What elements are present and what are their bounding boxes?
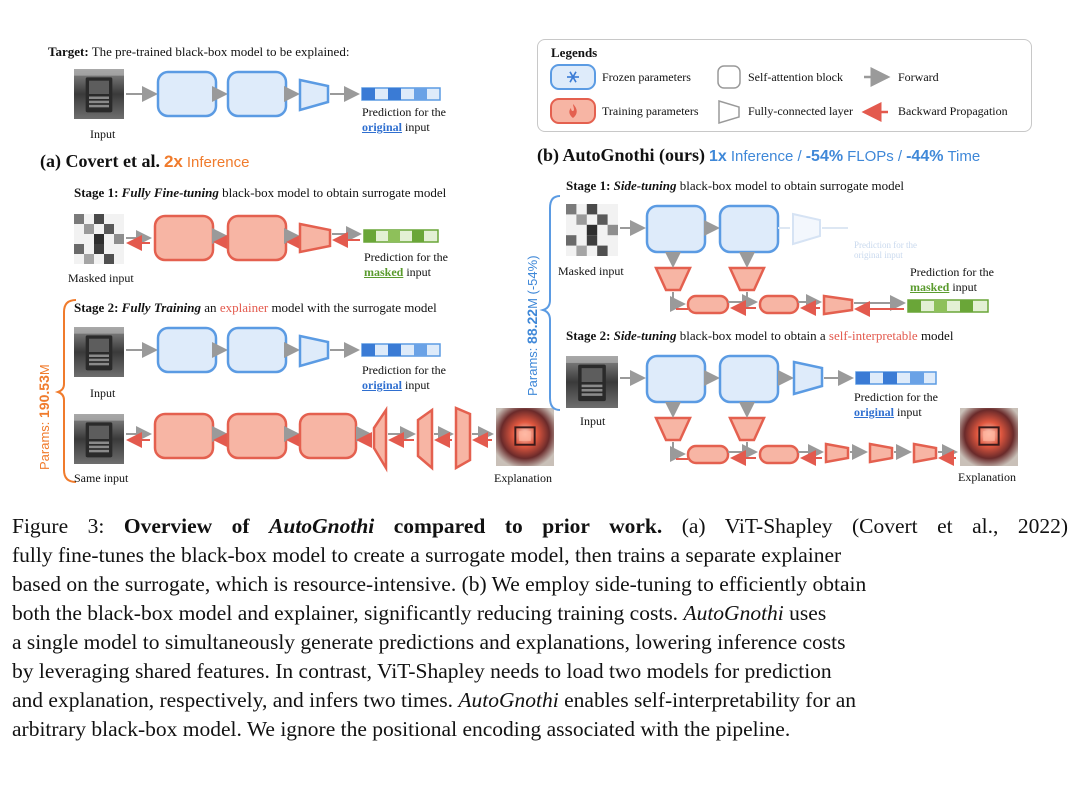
- input-label-b: Input: [580, 414, 606, 428]
- caption-line-3: based on the surrogate, which is resourc…: [12, 572, 867, 596]
- caption-line-2: fully fine-tunes the black-box model to …: [12, 543, 842, 567]
- caption-line-5: a single model to simultaneously generat…: [12, 630, 846, 654]
- prediction-bar-masked: [363, 229, 439, 243]
- caption-line-6: by leveraging shared features. In contra…: [12, 659, 832, 683]
- panel-b-title: (b) AutoGnothi (ours) 1x Inference / -54…: [537, 145, 981, 165]
- masked-input-label-a: Masked input: [68, 271, 134, 285]
- panel-a-stage2: Stage 2: Fully Training an explainer mod…: [74, 300, 437, 315]
- panel-b-stage1: Stage 1: Side-tuning black-box model to …: [566, 178, 904, 193]
- flame-icon: [569, 104, 577, 118]
- input-label: Input: [90, 127, 116, 141]
- legend-icons: [550, 64, 891, 125]
- fully-connected-layer-frozen: [298, 78, 330, 112]
- explanation-heatmap-icon: [496, 408, 554, 466]
- target-heading: Target: The pre-trained black-box model …: [48, 44, 350, 59]
- legend-box: Legends Frozen parameters Training param…: [537, 39, 1032, 132]
- params-b: Params: 88.22M (-54%): [524, 255, 540, 396]
- panel-a-title: (a) Covert et al. 2x Inference: [40, 151, 250, 171]
- caption-line-1: Figure 3: Overview of AutoGnothi compare…: [12, 514, 1069, 538]
- legend-fully-connected: Fully-connected layer: [748, 104, 853, 118]
- input-image-icon: [74, 69, 124, 119]
- self-attention-block-frozen: [156, 70, 218, 118]
- legend-self-attention: Self-attention block: [748, 70, 843, 84]
- legend-forward: Forward: [898, 70, 939, 84]
- caption-line-8: arbitrary black-box model. We ignore the…: [12, 717, 791, 741]
- legend-backward: Backward Propagation: [898, 104, 1008, 118]
- panel-b-stage2: Stage 2: Side-tuning black-box model to …: [566, 328, 954, 343]
- params-a: Params: 190.53M: [36, 364, 52, 470]
- figure-caption: Figure 3: Overview of AutoGnothi compare…: [12, 512, 1068, 744]
- masked-input-image-icon: [74, 214, 124, 264]
- figure-diagram: [54, 69, 1018, 483]
- explanation-label-a: Explanation: [494, 471, 552, 485]
- same-input-label: Same input: [74, 471, 129, 485]
- prediction-bar-original: [361, 87, 441, 101]
- masked-input-label-b: Masked input: [558, 264, 624, 278]
- caption-line-7: and explanation, respectively, and infer…: [12, 688, 857, 712]
- legend-frozen: Frozen parameters: [602, 70, 691, 84]
- legend-title: Legends: [551, 45, 598, 60]
- caption-line-4: both the black-box model and explainer, …: [12, 601, 827, 625]
- input-label-a2: Input: [90, 386, 116, 400]
- legend-training: Training parameters: [602, 104, 699, 118]
- panel-a-stage1: Stage 1: Fully Fine-tuning black-box mod…: [74, 185, 447, 200]
- snowflake-icon: [567, 71, 579, 83]
- explanation-label-b: Explanation: [958, 470, 1016, 484]
